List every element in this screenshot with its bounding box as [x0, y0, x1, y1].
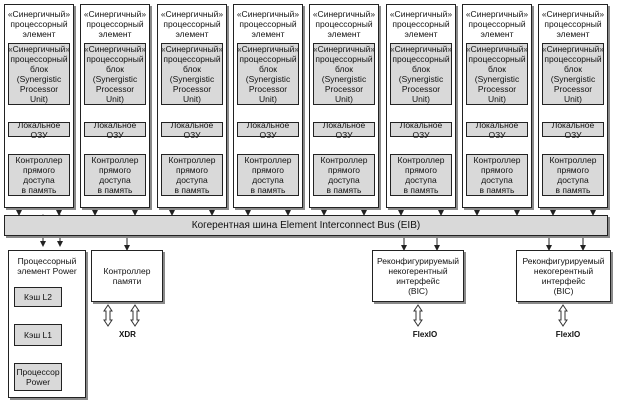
- spe-title: «Синергичный» процессорный элемент: [541, 8, 605, 39]
- spu-block: «Синергичный» процессорный блок (Synergi…: [160, 43, 224, 105]
- eib-bus: Когерентная шина Element Interconnect Bu…: [4, 215, 608, 236]
- dma-controller-block: Контроллер прямого доступа в память: [237, 154, 299, 196]
- spu-block: «Синергичный» процессорный блок (Synergi…: [236, 43, 300, 105]
- dma-controller-block: Контроллер прямого доступа в память: [313, 154, 375, 196]
- spe-title: «Синергичный» процессорный элемент: [160, 8, 224, 39]
- spe-element-7: «Синергичный» процессорный элемент «Сине…: [462, 4, 532, 208]
- spe-title: «Синергичный» процессорный элемент: [83, 8, 147, 39]
- dma-controller-block: Контроллер прямого доступа в память: [84, 154, 146, 196]
- spe-element-3: «Синергичный» процессорный элемент «Сине…: [157, 4, 227, 208]
- power-core-block: Процессор Power: [14, 363, 62, 391]
- xdr-interface-label: XDR: [119, 329, 136, 339]
- local-store-block: Локальное ОЗУ: [8, 120, 70, 140]
- spu-block: «Синергичный» процессорный блок (Synergi…: [7, 43, 71, 105]
- spu-block: «Синергичный» процессорный блок (Synergi…: [465, 43, 529, 105]
- dma-controller-block: Контроллер прямого доступа в память: [542, 154, 604, 196]
- bic-panel-2: Реконфигурируемый некогерентный интерфей…: [516, 250, 611, 302]
- spe-element-2: «Синергичный» процессорный элемент «Сине…: [80, 4, 150, 208]
- spe-title: «Синергичный» процессорный элемент: [389, 8, 453, 39]
- bic-panel-1: Реконфигурируемый некогерентный интерфей…: [372, 250, 464, 302]
- local-store-block: Локальное ОЗУ: [313, 120, 375, 140]
- flexio-interface-label-2: FlexIO: [555, 329, 581, 339]
- dma-controller-block: Контроллер прямого доступа в память: [466, 154, 528, 196]
- spe-element-1: «Синергичный» процессорный элемент «Сине…: [4, 4, 74, 208]
- spe-title: «Синергичный» процессорный элемент: [236, 8, 300, 39]
- ppe-panel: Процессорный элемент Power Кэш L2 Кэш L1…: [8, 250, 86, 398]
- flexio-interface-label-1: FlexIO: [412, 329, 438, 339]
- local-store-block: Локальное ОЗУ: [161, 120, 223, 140]
- dma-controller-block: Контроллер прямого доступа в память: [161, 154, 223, 196]
- l2-cache-block: Кэш L2: [14, 287, 62, 307]
- spe-title: «Синергичный» процессорный элемент: [465, 8, 529, 39]
- l1-cache-block: Кэш L1: [14, 324, 62, 346]
- dma-controller-block: Контроллер прямого доступа в память: [390, 154, 452, 196]
- memory-controller-panel: Контроллер памяти: [91, 250, 163, 302]
- dma-controller-block: Контроллер прямого доступа в память: [8, 154, 70, 196]
- local-store-block: Локальное ОЗУ: [542, 120, 604, 140]
- spe-element-8: «Синергичный» процессорный элемент «Сине…: [538, 4, 608, 208]
- spu-block: «Синергичный» процессорный блок (Synergi…: [83, 43, 147, 105]
- ppe-title: Процессорный элемент Power: [17, 256, 77, 276]
- spe-element-5: «Синергичный» процессорный элемент «Сине…: [309, 4, 379, 208]
- spu-block: «Синергичный» процессорный блок (Synergi…: [541, 43, 605, 105]
- spe-title: «Синергичный» процессорный элемент: [7, 8, 71, 39]
- local-store-block: Локальное ОЗУ: [390, 120, 452, 140]
- local-store-block: Локальное ОЗУ: [466, 120, 528, 140]
- local-store-block: Локальное ОЗУ: [84, 120, 146, 140]
- spu-block: «Синергичный» процессорный блок (Synergi…: [312, 43, 376, 105]
- spe-element-6: «Синергичный» процессорный элемент «Сине…: [386, 4, 456, 208]
- spe-element-4: «Синергичный» процессорный элемент «Сине…: [233, 4, 303, 208]
- spe-title: «Синергичный» процессорный элемент: [312, 8, 376, 39]
- spu-block: «Синергичный» процессорный блок (Synergi…: [389, 43, 453, 105]
- local-store-block: Локальное ОЗУ: [237, 120, 299, 140]
